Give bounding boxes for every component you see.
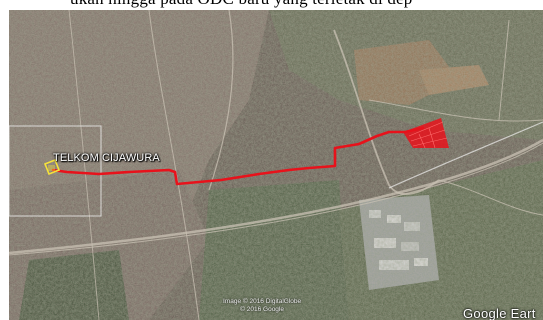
imagery-attribution: Image © 2016 DigitalGlobe © 2016 Google: [223, 298, 301, 314]
place-label: TELKOM CIJAWURA: [53, 152, 160, 164]
document-text-strip: ukan hingga pada ODC baru yang terletak …: [0, 0, 543, 10]
placemark-pin-icon[interactable]: [43, 158, 61, 176]
map-imagery: [9, 10, 543, 320]
area-boundary: [9, 125, 102, 217]
satellite-map[interactable]: TELKOM CIJAWURA Image © 2016 DigitalGlob…: [9, 10, 543, 320]
attribution-line-1: Image © 2016 DigitalGlobe: [223, 298, 302, 305]
document-partial-text: ukan hingga pada ODC baru yang terletak …: [70, 0, 413, 9]
cable-route: [51, 118, 449, 186]
attribution-line-2: © 2016 Google: [240, 306, 284, 313]
google-earth-logo: Google Eart: [463, 306, 536, 320]
